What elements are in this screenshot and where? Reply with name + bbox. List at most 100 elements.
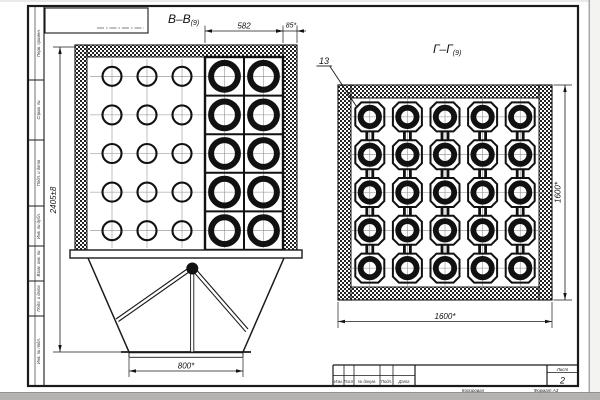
outlet	[128, 352, 244, 358]
tube-link	[365, 130, 369, 141]
tube-ring	[470, 255, 495, 281]
tube-link	[484, 244, 487, 255]
shell-tube-ring	[208, 175, 241, 209]
tube-ring	[395, 142, 420, 167]
center-rod	[190, 267, 195, 353]
tube-seat-octagon	[354, 101, 386, 133]
tube-seat-octagon	[429, 252, 461, 284]
tube-ring	[395, 218, 420, 243]
tube-seat-octagon	[467, 139, 499, 171]
tube-seat-octagon	[467, 177, 499, 208]
rod-hub	[186, 262, 199, 275]
hopper	[87, 257, 285, 358]
plain-tube	[101, 220, 123, 242]
tube-link	[521, 244, 525, 255]
shell-tube-ring	[247, 137, 280, 170]
tube-seat-octagon	[391, 214, 423, 246]
strut-right	[191, 269, 247, 333]
plain-tube	[171, 142, 193, 165]
shell-tube-ring	[247, 59, 280, 93]
tube-ring	[432, 180, 458, 205]
tube-link	[440, 206, 444, 217]
tube-seat-octagon	[391, 139, 423, 171]
tube-link	[521, 168, 525, 179]
shell-tube-ring	[208, 59, 241, 93]
tube-ring	[357, 142, 382, 167]
tube-seat-octagon	[504, 139, 536, 171]
tube-link	[515, 206, 519, 217]
plain-tube	[136, 104, 158, 126]
tube-seat-octagon	[429, 139, 461, 171]
tube-seat-octagon	[467, 214, 499, 246]
plain-tube	[171, 181, 193, 203]
dim-g-height: 1600*	[554, 181, 563, 203]
shell-tube-ring	[247, 214, 280, 248]
section-b-view: В–В(9) 582 85	[49, 12, 306, 377]
shell-tube-ring	[208, 98, 241, 132]
section-b-dimensions: 582 85* 2405±8 800*	[49, 22, 306, 377]
dim-outlet-width: 800*	[178, 362, 195, 371]
frame-stamp-label: Взам. инв. №	[36, 250, 41, 276]
tube-ring	[432, 104, 458, 130]
tube-seat-octagon	[467, 252, 499, 284]
tube-link	[403, 130, 406, 141]
tube-ring	[432, 218, 458, 243]
tube-seat-octagon	[429, 101, 461, 133]
tube-link	[484, 168, 487, 179]
tube-link	[484, 206, 487, 217]
tube-link	[484, 130, 487, 141]
footer-copy-label: Копировал	[462, 388, 485, 393]
tube-seat-octagon	[391, 177, 423, 208]
wall-left	[74, 44, 88, 251]
tube-link	[478, 244, 481, 255]
section-b-title: В–В(9)	[168, 12, 199, 27]
tube-link	[365, 168, 369, 179]
tube-link	[515, 130, 519, 141]
tube-ring	[395, 104, 420, 130]
tube-seat-octagon	[504, 101, 536, 133]
shell-tube-ring	[247, 175, 280, 209]
tube-link	[403, 206, 406, 217]
tube-link	[365, 244, 369, 255]
tube-seat-octagon	[354, 214, 386, 246]
tube-ring	[470, 142, 495, 167]
plain-tube	[136, 181, 158, 203]
plain-tube	[101, 142, 123, 165]
revision-column-label: Лист	[343, 379, 355, 384]
reference-box	[44, 7, 149, 34]
frame-stamp-label: Инв. № подл.	[36, 338, 41, 364]
dim-height: 2405±8	[49, 186, 58, 214]
strut-left	[115, 266, 191, 320]
tube-ring	[432, 142, 458, 167]
tube-link	[440, 168, 444, 179]
revision-column-label: Подп.	[381, 379, 392, 384]
plain-tube	[101, 181, 123, 203]
section-g-dimensions: 1600* 1600*	[337, 84, 572, 328]
shell-tube-ring	[247, 98, 280, 132]
tube-ring	[508, 180, 533, 205]
tube-ring	[357, 218, 382, 243]
tube-ring	[508, 142, 533, 167]
tube-link	[365, 206, 369, 217]
tube-ring	[395, 180, 420, 205]
plain-tube	[101, 104, 123, 126]
section-g-title: Г–Г(9)	[433, 42, 461, 57]
strut-left	[118, 269, 193, 322]
tube-ring	[357, 255, 382, 281]
plain-tube	[136, 220, 158, 242]
tube-ring	[508, 104, 533, 130]
tube-link	[478, 130, 481, 141]
dim-g-width: 1600*	[435, 312, 457, 321]
plain-tube	[171, 65, 193, 87]
tube-link	[515, 168, 519, 179]
tube-link	[371, 206, 375, 217]
tube-link	[521, 206, 525, 217]
tube-link	[446, 168, 450, 179]
tube-seat-octagon	[467, 101, 499, 133]
tube-link	[371, 244, 375, 255]
